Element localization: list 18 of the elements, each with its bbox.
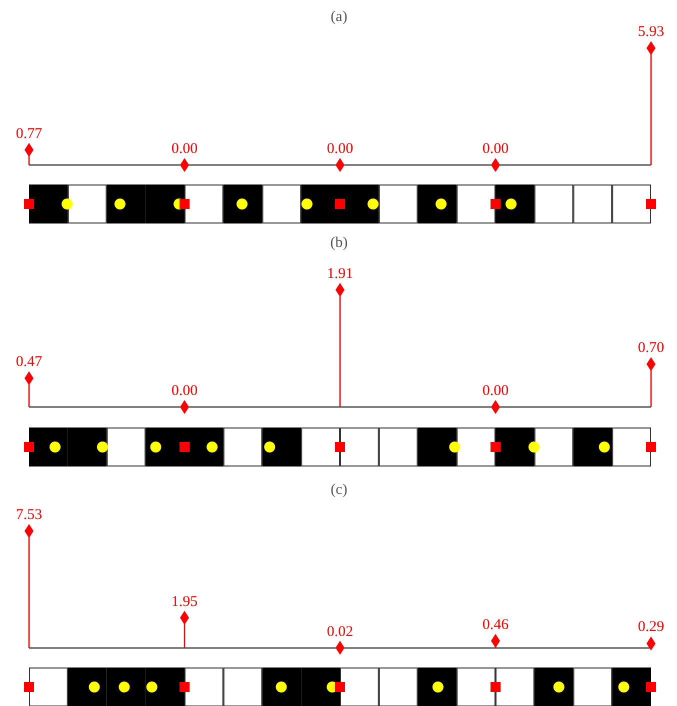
value-label: 0.00 [171, 383, 198, 399]
value-label: 0.46 [482, 616, 509, 633]
panel-label: (c) [330, 482, 348, 498]
value-label: 0.70 [638, 340, 664, 356]
value-label: 0.77 [16, 126, 42, 142]
value-label: 0.29 [638, 619, 664, 636]
panel-label: (b) [330, 235, 348, 251]
panel-label: (a) [330, 9, 348, 25]
value-label: 0.47 [16, 354, 42, 370]
value-label: 7.53 [16, 506, 42, 523]
value-label: 5.93 [638, 24, 664, 40]
value-label: 1.95 [171, 594, 198, 610]
value-label: 0.00 [482, 383, 509, 399]
value-label: 0.00 [326, 141, 354, 157]
value-label: 0.02 [326, 624, 354, 640]
value-label: 1.91 [326, 266, 354, 282]
value-label: 0.00 [171, 141, 198, 157]
value-label: 0.00 [482, 141, 509, 157]
